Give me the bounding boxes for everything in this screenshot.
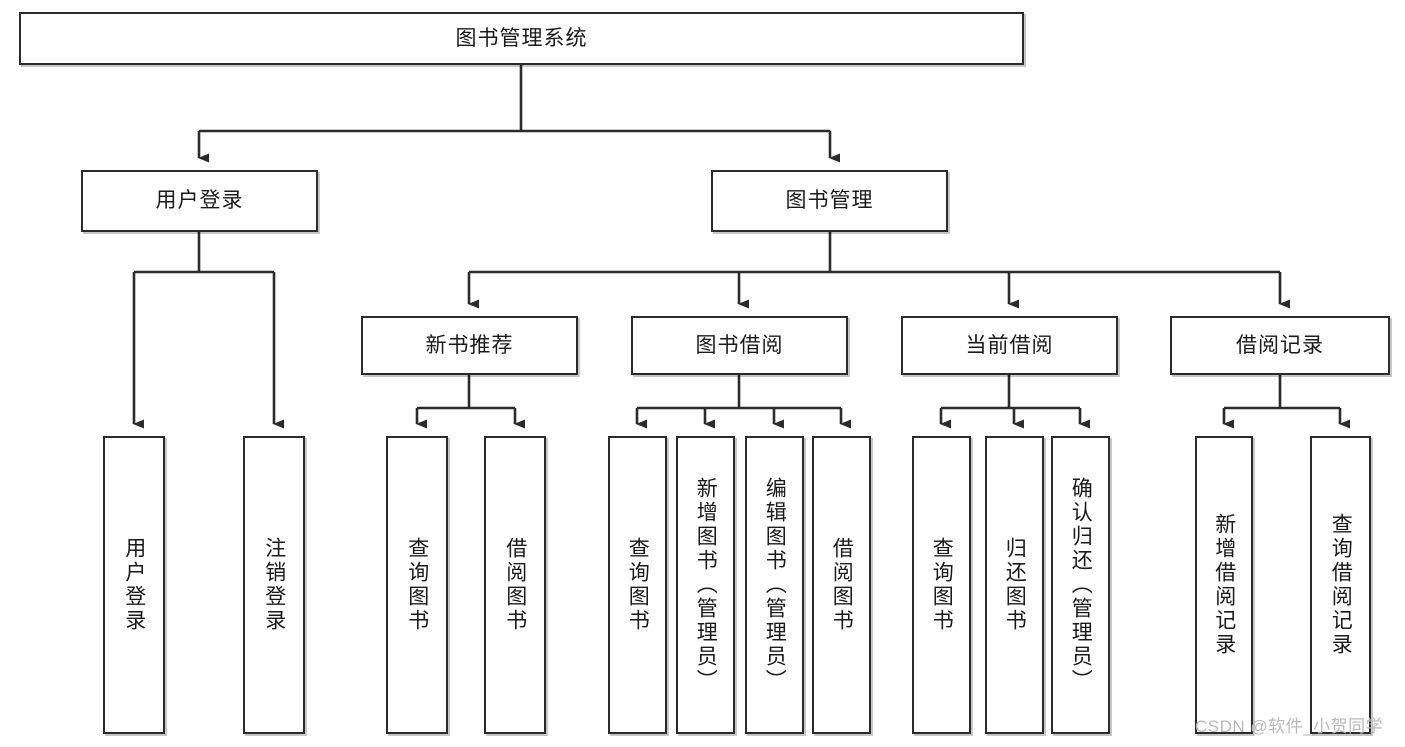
node-current-borrow-label: 当前借阅: [965, 333, 1054, 357]
node-new-book-recommend[interactable]: 新书推荐: [361, 316, 578, 375]
leaf-current-confirm-return-label: 确认归还（管理员）: [1069, 477, 1093, 693]
node-new-book-recommend-label: 新书推荐: [425, 333, 514, 357]
node-book-manage-label: 图书管理: [785, 189, 874, 213]
node-book-borrow[interactable]: 图书借阅: [631, 316, 848, 375]
leaf-record-query-label: 查询借阅记录: [1329, 513, 1353, 657]
leaf-current-query-book[interactable]: 查询图书: [912, 436, 971, 734]
leaf-borrow-add-book-label: 新增图书（管理员）: [694, 477, 718, 693]
node-borrow-record-label: 借阅记录: [1236, 333, 1324, 357]
leaf-record-query[interactable]: 查询借阅记录: [1310, 436, 1371, 734]
leaf-logout[interactable]: 注销登录: [243, 436, 305, 734]
node-book-borrow-label: 图书借阅: [695, 333, 784, 357]
leaf-borrow-edit-book-label: 编辑图书（管理员）: [763, 477, 787, 693]
node-book-manage[interactable]: 图书管理: [711, 170, 948, 232]
leaf-current-confirm-return[interactable]: 确认归还（管理员）: [1051, 436, 1110, 734]
leaf-recommend-borrow-book[interactable]: 借阅图书: [484, 436, 546, 734]
leaf-user-login[interactable]: 用户登录: [103, 436, 165, 734]
node-root-label: 图书管理系统: [455, 26, 588, 50]
leaf-record-add-label: 新增借阅记录: [1212, 513, 1236, 657]
node-root[interactable]: 图书管理系统: [19, 12, 1024, 65]
leaf-borrow-query-book-label: 查询图书: [626, 537, 650, 633]
leaf-recommend-query-book-label: 查询图书: [405, 537, 429, 633]
leaf-current-return-book[interactable]: 归还图书: [985, 436, 1044, 734]
node-user-login-label: 用户登录: [155, 189, 244, 213]
leaf-user-login-label: 用户登录: [122, 537, 146, 633]
leaf-borrow-borrow-book[interactable]: 借阅图书: [812, 436, 871, 734]
leaf-borrow-edit-book[interactable]: 编辑图书（管理员）: [745, 436, 804, 734]
leaf-borrow-add-book[interactable]: 新增图书（管理员）: [676, 436, 735, 734]
node-current-borrow[interactable]: 当前借阅: [901, 316, 1118, 375]
csdn-watermark: CSDN @软件_小贺同学: [1195, 717, 1384, 736]
leaf-borrow-query-book[interactable]: 查询图书: [608, 436, 667, 734]
node-user-login[interactable]: 用户登录: [81, 170, 318, 232]
leaf-recommend-borrow-book-label: 借阅图书: [503, 537, 527, 633]
leaf-recommend-query-book[interactable]: 查询图书: [386, 436, 448, 734]
leaf-current-return-book-label: 归还图书: [1003, 537, 1027, 633]
leaf-current-query-book-label: 查询图书: [930, 537, 954, 633]
node-borrow-record[interactable]: 借阅记录: [1170, 316, 1390, 375]
leaf-borrow-borrow-book-label: 借阅图书: [830, 537, 854, 633]
leaf-logout-label: 注销登录: [262, 537, 286, 633]
leaf-record-add[interactable]: 新增借阅记录: [1195, 436, 1253, 734]
